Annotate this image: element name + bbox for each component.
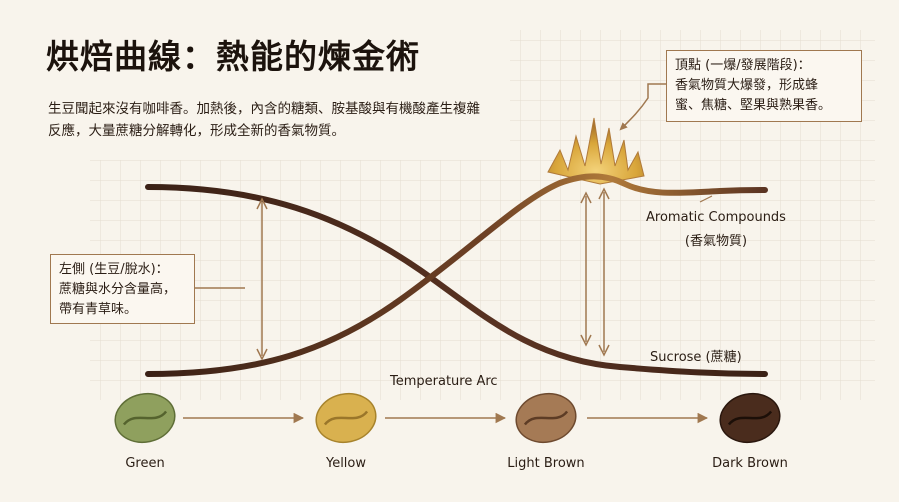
aromatic-leader	[699, 195, 713, 203]
bean-label-green: Green	[125, 456, 165, 471]
grid-lower	[90, 160, 875, 400]
aromatic-sublabel: (香氣物質)	[684, 234, 748, 249]
bean-green-icon	[114, 392, 176, 444]
peak-delta-arrow-2	[598, 187, 610, 357]
callout-left-line-1: 左側 (生豆/脫水)：	[59, 262, 169, 277]
bean-label-yellow: Yellow	[325, 456, 367, 471]
bean-yellow-icon	[315, 392, 377, 444]
callout-right-connector	[619, 83, 666, 131]
left-delta-arrow	[256, 197, 268, 361]
sucrose-label: Sucrose (蔗糖)	[650, 350, 742, 365]
bean-label-light-brown: Light Brown	[507, 456, 585, 471]
callout-right-line-1: 頂點 (一爆/發展階段)：	[675, 58, 811, 73]
page-title: 烘焙曲線：熱能的煉金術	[46, 37, 420, 76]
first-crack-burst-icon	[547, 117, 645, 185]
aromatic-curve	[145, 173, 768, 377]
temperature-arc-label: Temperature Arc	[390, 374, 498, 389]
bean-light-brown-icon	[515, 392, 577, 444]
peak-delta-arrow-1	[580, 191, 592, 347]
callout-left-line-3: 帶有青草味。	[59, 302, 138, 317]
page-subtitle: 生豆聞起來沒有咖啡香。加熱後，內含的糖類、胺基酸與有機酸產生複雜反應，大量蔗糖分…	[48, 101, 480, 139]
aromatic-label: Aromatic Compounds	[646, 210, 786, 225]
bean-label-dark-brown: Dark Brown	[712, 456, 788, 471]
callout-right-first-crack: 頂點 (一爆/發展階段)： 香氣物質大爆發，形成蜂 蜜、焦糖、堅果與熟果香。	[666, 50, 862, 122]
callout-right-line-3: 蜜、焦糖、堅果與熟果香。	[675, 98, 832, 113]
callout-right-line-2: 香氣物質大爆發，形成蜂	[675, 78, 819, 93]
callout-left-green-stage: 左側 (生豆/脫水)： 蔗糖與水分含量高， 帶有青草味。	[50, 254, 195, 324]
sucrose-curve	[145, 184, 768, 377]
bean-dark-brown-icon	[719, 392, 781, 444]
callout-left-line-2: 蔗糖與水分含量高，	[59, 282, 177, 297]
